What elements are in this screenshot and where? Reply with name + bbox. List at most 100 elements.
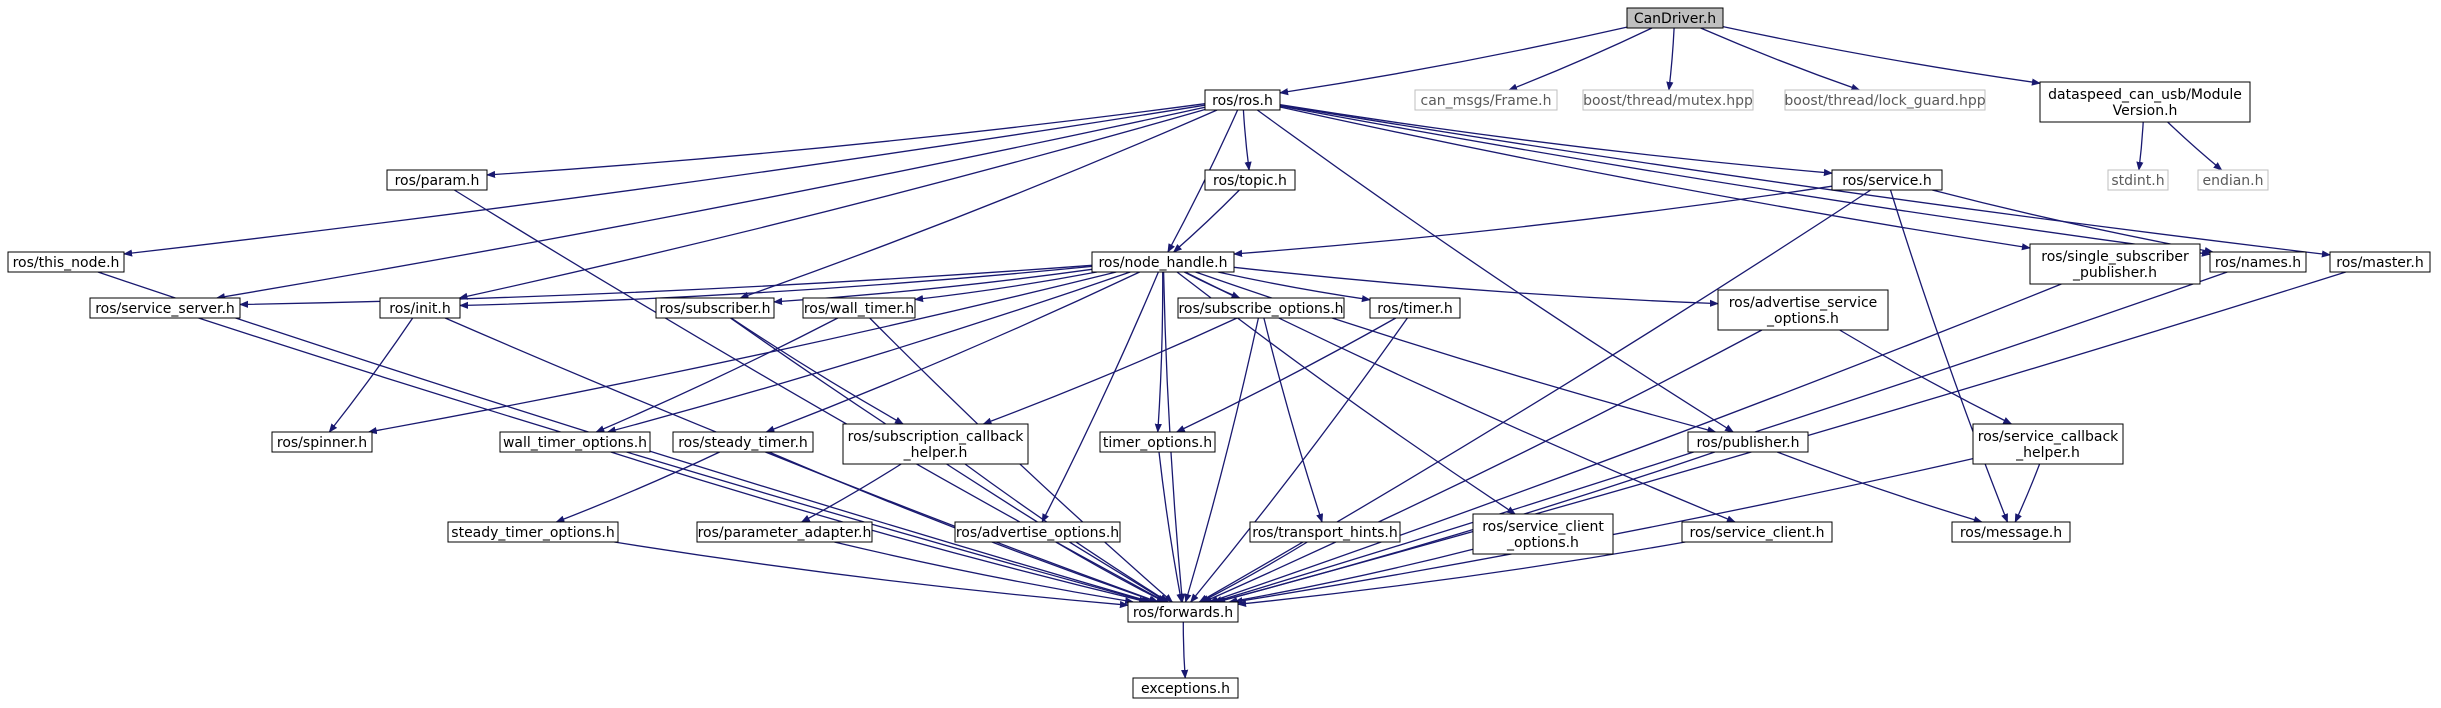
- node-subscription_callback_helper[interactable]: ros/subscription_callback_helper.h: [842, 423, 1029, 465]
- nodes-layer: CanDriver.h ros/ros.h can_msgs/Frame.h boos…: [7, 7, 2431, 699]
- node-box: [1127, 601, 1239, 623]
- node-box: [842, 423, 1029, 465]
- node-this_node[interactable]: ros/this_node.h: [7, 251, 125, 273]
- node-label: steady_timer_options.h: [451, 525, 614, 541]
- edge-candriver-to-boost_lock_guard: [1700, 27, 1861, 91]
- node-steady_timer_options[interactable]: steady_timer_options.h: [447, 521, 619, 543]
- edge-service-to-message: [1889, 189, 2009, 523]
- edge-node_handle-to-advertise_options: [1041, 271, 1159, 523]
- edge-steady_timer_options-to-forwards: [614, 541, 1129, 609]
- node-label: ros/steady_timer.h: [678, 435, 808, 451]
- node-label: endian.h: [2202, 173, 2263, 189]
- node-label: boost/thread/mutex.hpp: [1583, 93, 1753, 109]
- node-boost_lock_guard: boost/thread/lock_guard.hpp: [1784, 89, 1986, 111]
- node-endian: endian.h: [2197, 169, 2269, 191]
- edge-node_handle-to-init: [459, 265, 1093, 309]
- edge-advertise_service_options-to-forwards: [1202, 329, 1763, 603]
- edge-forwards-to-exceptions: [1181, 621, 1189, 679]
- node-box: [802, 297, 916, 319]
- node-label: boost/thread/lock_guard.hpp: [1784, 93, 1985, 109]
- node-forwards[interactable]: ros/forwards.h: [1127, 601, 1239, 623]
- node-label: ros/single_subscriber: [2041, 249, 2189, 265]
- node-box: [447, 521, 619, 543]
- node-topic[interactable]: ros/topic.h: [1204, 169, 1296, 191]
- node-box: [499, 431, 651, 453]
- node-box: [1204, 169, 1296, 191]
- node-label: ros/advertise_service: [1729, 295, 1878, 311]
- edge-ros_ros-to-topic: [1242, 109, 1252, 171]
- node-box: [1626, 7, 1724, 29]
- edge-ros_ros-to-node_handle: [1167, 109, 1239, 253]
- node-service_client[interactable]: ros/service_client.h: [1681, 521, 1833, 543]
- edge-service-to-node_handle: [1233, 185, 1833, 257]
- node-box: [386, 169, 488, 191]
- node-box: [1414, 89, 1558, 111]
- node-label: wall_timer_options.h: [503, 435, 647, 451]
- edge-ros_ros-to-subscriber: [739, 109, 1218, 299]
- node-advertise_options[interactable]: ros/advertise_options.h: [954, 521, 1121, 543]
- node-spinner[interactable]: ros/spinner.h: [271, 431, 373, 453]
- node-subscriber[interactable]: ros/subscriber.h: [655, 297, 775, 319]
- edge-parameter_adapter-to-forwards: [834, 541, 1135, 605]
- edge-publisher-to-message: [1776, 451, 1983, 524]
- node-label: exceptions.h: [1141, 681, 1230, 697]
- node-exceptions[interactable]: exceptions.h: [1132, 677, 1239, 699]
- node-wall_timer_options[interactable]: wall_timer_options.h: [499, 431, 651, 453]
- node-ros_ros[interactable]: ros/ros.h: [1204, 89, 1281, 111]
- node-single_sub_pub[interactable]: ros/single_subscriber_publisher.h: [2029, 243, 2201, 285]
- node-candriver[interactable]: CanDriver.h: [1626, 7, 1724, 29]
- edge-subscribe_options-to-subscription_callback_helper: [982, 317, 1238, 425]
- node-label: ros/subscribe_options.h: [1178, 301, 1343, 317]
- node-box: [1132, 677, 1239, 699]
- node-publisher[interactable]: ros/publisher.h: [1687, 431, 1809, 453]
- node-message[interactable]: ros/message.h: [1951, 521, 2071, 543]
- node-advertise_service_options[interactable]: ros/advertise_service_options.h: [1717, 289, 1889, 331]
- node-label: stdint.h: [2111, 173, 2164, 189]
- node-box: [1784, 89, 1986, 111]
- node-label: ros/wall_timer.h: [804, 301, 914, 317]
- node-label: ros/master.h: [2336, 255, 2423, 271]
- node-label: timer_options.h: [1103, 435, 1212, 451]
- node-service[interactable]: ros/service.h: [1831, 169, 1943, 191]
- node-box: [1951, 521, 2071, 543]
- node-box: [1582, 89, 1754, 111]
- node-label: ros/this_node.h: [13, 255, 120, 271]
- edge-wall_timer_options-to-forwards: [610, 451, 1149, 604]
- node-service_client_options[interactable]: ros/service_client_options.h: [1472, 513, 1614, 555]
- edge-candriver-to-module_version: [1722, 25, 2041, 86]
- edge-candriver-to-can_msgs_frame: [1508, 27, 1653, 91]
- node-label: can_msgs/Frame.h: [1421, 93, 1552, 109]
- node-label: ros/service_client: [1482, 519, 1604, 535]
- edge-node_handle-to-steady_timer: [765, 271, 1140, 433]
- edge-node_handle-to-wall_timer: [914, 271, 1098, 303]
- node-param[interactable]: ros/param.h: [386, 169, 488, 191]
- node-node_handle[interactable]: ros/node_handle.h: [1091, 251, 1235, 273]
- node-box: [1687, 431, 1809, 453]
- node-box: [2209, 251, 2307, 273]
- node-init[interactable]: ros/init.h: [379, 297, 461, 319]
- edge-ros_ros-to-init: [458, 108, 1206, 300]
- node-box: [655, 297, 775, 319]
- node-subscribe_options[interactable]: ros/subscribe_options.h: [1177, 297, 1345, 319]
- edges-layer: [97, 25, 2346, 679]
- node-label: ros/advertise_options.h: [956, 525, 1119, 541]
- node-transport_hints[interactable]: ros/transport_hints.h: [1249, 521, 1401, 543]
- edge-advertise_options-to-forwards: [1055, 541, 1166, 603]
- node-label: ros/timer.h: [1377, 301, 1452, 317]
- node-wall_timer[interactable]: ros/wall_timer.h: [802, 297, 916, 319]
- node-service_callback_helper[interactable]: ros/service_callback_helper.h: [1972, 423, 2124, 465]
- edge-wall_timer-to-wall_timer_options: [595, 317, 839, 433]
- node-steady_timer[interactable]: ros/steady_timer.h: [672, 431, 814, 453]
- node-timer_options[interactable]: timer_options.h: [1099, 431, 1216, 453]
- node-box: [1091, 251, 1235, 273]
- node-names[interactable]: ros/names.h: [2209, 251, 2307, 273]
- node-box: [2107, 169, 2169, 191]
- node-parameter_adapter[interactable]: ros/parameter_adapter.h: [696, 521, 873, 543]
- node-label: ros/topic.h: [1213, 173, 1287, 189]
- edge-subscriber-to-subscription_callback_helper: [730, 317, 904, 425]
- node-timer[interactable]: ros/timer.h: [1369, 297, 1461, 319]
- node-can_msgs_frame: can_msgs/Frame.h: [1414, 89, 1558, 111]
- node-master[interactable]: ros/master.h: [2329, 251, 2431, 273]
- node-service_server[interactable]: ros/service_server.h: [89, 297, 241, 319]
